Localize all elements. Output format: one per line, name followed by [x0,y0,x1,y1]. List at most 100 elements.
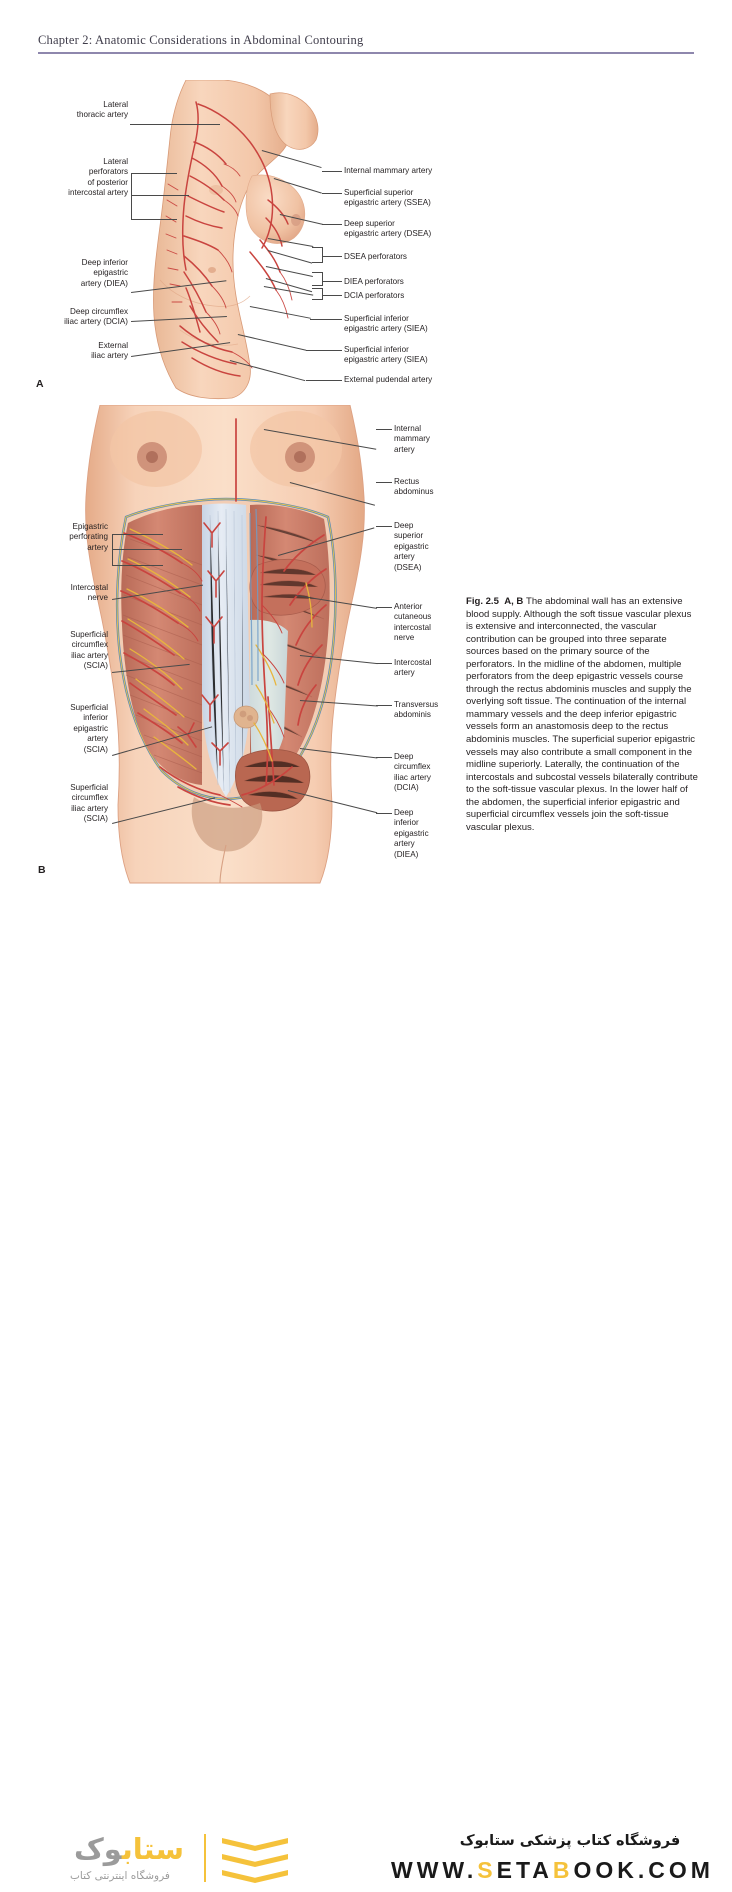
label-epigastric-perforating-artery: Epigastric perforating artery [69,522,108,552]
label-rectus-abdominus: Rectus abdominus [394,477,434,497]
panel-letter-a: A [36,378,44,390]
bracket-dcia-perforators [312,288,323,300]
shoulder-a [269,92,319,150]
label-deep-circumflex-iliac-artery-b: Deep circumflex iliac artery (DCIA) [394,752,431,793]
url-suffix: OOK.COM [573,1857,714,1883]
label-deep-superior-epigastric-artery: Deep superior epigastric artery (DSEA) [344,219,432,239]
umbilicus-detail2-b [247,715,253,721]
leader-anterior-cutaneous [376,607,392,608]
label-deep-circumflex-iliac-artery: Deep circumflex iliac artery (DCIA) [64,307,128,327]
nipple-a [291,214,301,226]
url-letters-eta: ETA [496,1857,553,1883]
logo-wordmark-yellow: ستاب [121,1832,185,1866]
areola-shadow-a [209,185,223,195]
bracket-epigastric-perforating [112,534,163,566]
panel-letter-b: B [38,864,46,876]
label-superficial-inferior-epigastric-artery-b: Superficial inferior epigastric artery (… [70,703,108,754]
label-deep-inferior-epigastric-artery-b: Deep inferior epigastric artery (DIEA) [394,808,429,859]
label-superficial-inferior-epigastric-artery-1: Superficial inferior epigastric artery (… [344,314,428,334]
caption-figure-number: Fig. 2.5 [466,596,499,607]
setabook-logo[interactable]: ستابوک فروشگاه اینترنتی کتاب [52,1830,352,1892]
chevron-icon-3 [222,1870,288,1883]
pubic-region-b [191,797,263,852]
label-lateral-perforators: Lateral perforators of posterior interco… [68,157,128,198]
label-superficial-inferior-epigastric-artery-2: Superficial inferior epigastric artery (… [344,345,428,365]
label-internal-mammary-artery-b: Internal mammary artery [394,424,430,454]
vascular-fine-branches-a [165,163,293,369]
bracket-lateral-perforators [131,173,177,220]
logo-wordmark: ستابوک [74,1832,184,1866]
label-intercostal-nerve: Intercostal nerve [70,583,108,603]
url-prefix: WWW. [391,1857,478,1883]
chevron-icon-1 [222,1838,288,1851]
chapter-title: Chapter 2: Anatomic Considerations in Ab… [38,33,364,47]
page: Chapter 2: Anatomic Considerations in Ab… [0,33,732,1883]
logo-subtitle: فروشگاه اینترنتی کتاب [70,1870,170,1882]
nipple-left-b [146,451,158,463]
header-rule [38,52,694,54]
figure-a-illustration [153,80,319,400]
figure-b-illustration [85,405,365,884]
leader-epigastric-perforating [112,549,182,550]
leader-diea-b [376,813,392,814]
label-internal-mammary-artery: Internal mammary artery [344,166,433,175]
label-external-iliac-artery: External iliac artery [91,341,128,361]
label-superficial-circumflex-iliac-artery-lower: Superficial circumflex iliac artery (SCI… [70,783,108,824]
leader-lateral-thoracic [130,124,220,125]
label-intercostal-artery: Intercostal artery [394,658,432,678]
breast-a [245,174,306,244]
nerves-b [126,528,313,770]
leader-dsea-b [376,526,392,527]
label-diea-perforators: DIEA perforators [344,277,404,286]
leader-dsea [322,224,342,225]
leader-dcia-perf [322,295,342,296]
site-tagline: فروشگاه کتاب پزشکی ستابوک [459,1833,681,1849]
midline-perforators-b [177,522,229,766]
figure-caption: Fig. 2.5 A, B The abdominal wall has an … [466,596,698,834]
logo-divider [204,1834,206,1882]
url-letter-b: B [552,1857,574,1883]
chevron-icon-2 [222,1854,288,1867]
url-letter-s: S [477,1857,497,1883]
label-superficial-superior-epigastric-artery: Superficial superior epigastric artery (… [344,188,431,208]
leader-external-pudendal [306,380,342,381]
umbilicus-a [208,267,216,273]
running-head: Chapter 2: Anatomic Considerations in Ab… [38,33,698,54]
leader-rectus-abdominus [376,482,392,483]
midline-cleft-b [219,844,227,884]
bracket-diea-perforators [312,272,323,286]
umbilicus-detail1-b [239,710,247,718]
leader-intercostal-artery [376,663,392,664]
leader-lateral-perforators [131,195,189,196]
vascular-network-a [179,101,289,377]
leader-diea-perf [322,281,342,282]
leader-siea-2 [306,350,342,351]
label-lateral-thoracic-artery: Lateral thoracic artery [76,100,128,120]
leader-internal-mammary-a [322,171,342,172]
label-deep-inferior-epigastric-artery: Deep inferior epigastric artery (DIEA) [80,258,128,288]
leader-internal-mammary-b [376,429,392,430]
caption-body: The abdominal wall has an extensive bloo… [466,596,698,833]
leader-siea-1 [310,319,342,320]
label-anterior-cutaneous-intercostal-nerve: Anterior cutaneous intercostal nerve [394,602,432,643]
fascia-striations-b [209,508,244,794]
arteries-b [120,418,327,806]
nipple-right-b [294,451,306,463]
label-deep-superior-epigastric-artery-b: Deep superior epigastric artery (DSEA) [394,521,429,572]
groin-contour-a [179,329,239,346]
footer-branding: ستابوک فروشگاه اینترنتی کتاب فروشگاه کتا… [0,905,732,1883]
leader-transversus [376,705,392,706]
leader-ssea [322,193,342,194]
hip-contour-a [159,279,251,307]
umbilicus-b [233,705,259,729]
reflected-muscle-fibers-b [259,568,319,600]
label-superficial-circumflex-iliac-artery-upper: Superficial circumflex iliac artery (SCI… [70,630,108,671]
label-transversus-abdominis: Transversus abdominis [394,700,439,720]
site-url[interactable]: WWW.SETABOOK.COM [380,1857,725,1884]
label-dcia-perforators: DCIA perforators [344,291,405,300]
veins-b [249,508,259,686]
label-external-pudendal-artery: External pudendal artery [344,375,433,384]
leader-dsea-perf [322,256,342,257]
caption-panel-refs: A, B [504,596,524,607]
leader-dcia-b [376,757,392,758]
